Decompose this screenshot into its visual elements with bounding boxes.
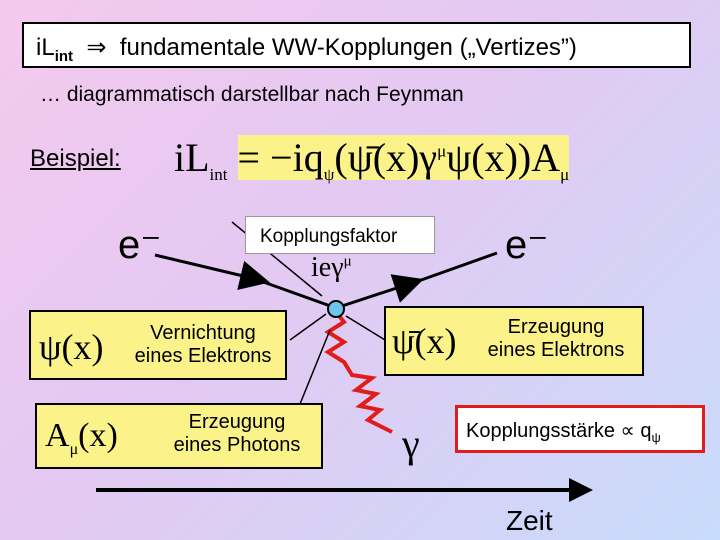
outgoing-electron-line xyxy=(409,251,498,286)
annihilation-label: Vernichtung eines Elektrons xyxy=(123,322,283,368)
coupling-factor-label: Kopplungsfaktor xyxy=(260,226,398,247)
subtitle: … diagrammatisch darstellbar nach Feynma… xyxy=(40,83,464,106)
coupling-strength-sub: ψ xyxy=(651,430,661,445)
photon-creation-field: Aμ(x) xyxy=(45,417,118,459)
photon-symbol: γ xyxy=(402,421,420,466)
electron-in-label: e⁻ xyxy=(118,223,162,267)
eq-charge-term: = −iqψ xyxy=(237,135,335,184)
photon-field-rest: (x) xyxy=(78,417,118,454)
title-arrow: ⇒ xyxy=(86,34,107,61)
annihilation-field: ψ(x) xyxy=(39,327,104,367)
eq-field-term: Aμ xyxy=(531,135,570,184)
outgoing-electron-arrow xyxy=(335,274,424,310)
eq-lhs-sub: int xyxy=(209,165,228,184)
title-text: iLint ⇒ fundamentale WW-Kopplungen („Ver… xyxy=(36,33,577,65)
vertex-factor-text: ieγ xyxy=(311,252,344,283)
photon-creation-line2: eines Photons xyxy=(173,434,301,456)
coupling-strength-label: Kopplungsstärke ∝ q xyxy=(466,420,652,442)
electron-creation-line1: Erzeugung xyxy=(507,316,605,338)
coupling-factor-box: Kopplungsfaktor xyxy=(245,216,435,254)
photon-field-sub: μ xyxy=(69,440,79,458)
eq-current-sup: μ xyxy=(437,141,447,161)
title-box: iLint ⇒ fundamentale WW-Kopplungen („Ver… xyxy=(22,22,691,68)
example-label: Beispiel: xyxy=(30,145,121,172)
electron-out-label: e⁻ xyxy=(505,223,549,267)
photon-line xyxy=(324,310,393,434)
photon-creation-label: Erzeugung eines Photons xyxy=(157,411,317,457)
annihilation-annotation: ψ(x) Vernichtung eines Elektrons xyxy=(29,310,287,380)
coupling-strength-box: Kopplungsstärke ∝ qψ xyxy=(455,405,705,453)
eq-current: (ψ̄(x)γ xyxy=(334,135,438,180)
eq-lhs: iL xyxy=(174,135,210,180)
photon-creation-annotation: Aμ(x) Erzeugung eines Photons xyxy=(35,403,323,469)
eq-current-term: (ψ̄(x)γμψ(x)) xyxy=(334,135,532,180)
eq-field-sub: μ xyxy=(560,165,570,184)
vertex-point xyxy=(327,300,345,318)
interaction-equation: iLint = −iqψ(ψ̄(x)γμψ(x))Aμ xyxy=(174,134,570,185)
pointer-erzeugung-elektron xyxy=(345,315,386,341)
coupling-strength-text: Kopplungsstärke ∝ qψ xyxy=(466,418,661,445)
title-prefix-sub: int xyxy=(54,47,74,65)
photon-field-symbol: A xyxy=(45,417,70,454)
electron-creation-annotation: ψ̄(x) Erzeugung eines Elektrons xyxy=(384,306,644,376)
eq-charge: = −iq xyxy=(237,135,324,180)
pointer-photon xyxy=(299,329,331,405)
incoming-electron-arrow xyxy=(154,253,270,291)
eq-field: A xyxy=(531,135,561,180)
photon-creation-line1: Erzeugung xyxy=(188,411,286,433)
time-label: Zeit xyxy=(506,505,553,536)
eq-current-rest: ψ(x)) xyxy=(446,135,532,180)
electron-creation-line2: eines Elektrons xyxy=(487,339,625,361)
electron-creation-field: ψ̄(x) xyxy=(392,321,457,361)
electron-creation-label: Erzeugung eines Elektrons xyxy=(470,316,642,362)
vertex-factor: ieγμ xyxy=(311,252,352,284)
pointer-vernichtung xyxy=(289,313,327,341)
eq-charge-sub: ψ xyxy=(323,165,335,184)
annihilation-line1: Vernichtung xyxy=(150,322,256,344)
title-prefix: iL xyxy=(36,34,55,61)
vertex-factor-sup: μ xyxy=(343,253,352,270)
annihilation-line2: eines Elektrons xyxy=(134,345,272,367)
title-main: fundamentale WW-Kopplungen („Vertizes”) xyxy=(119,34,577,61)
incoming-electron-line xyxy=(254,277,337,310)
